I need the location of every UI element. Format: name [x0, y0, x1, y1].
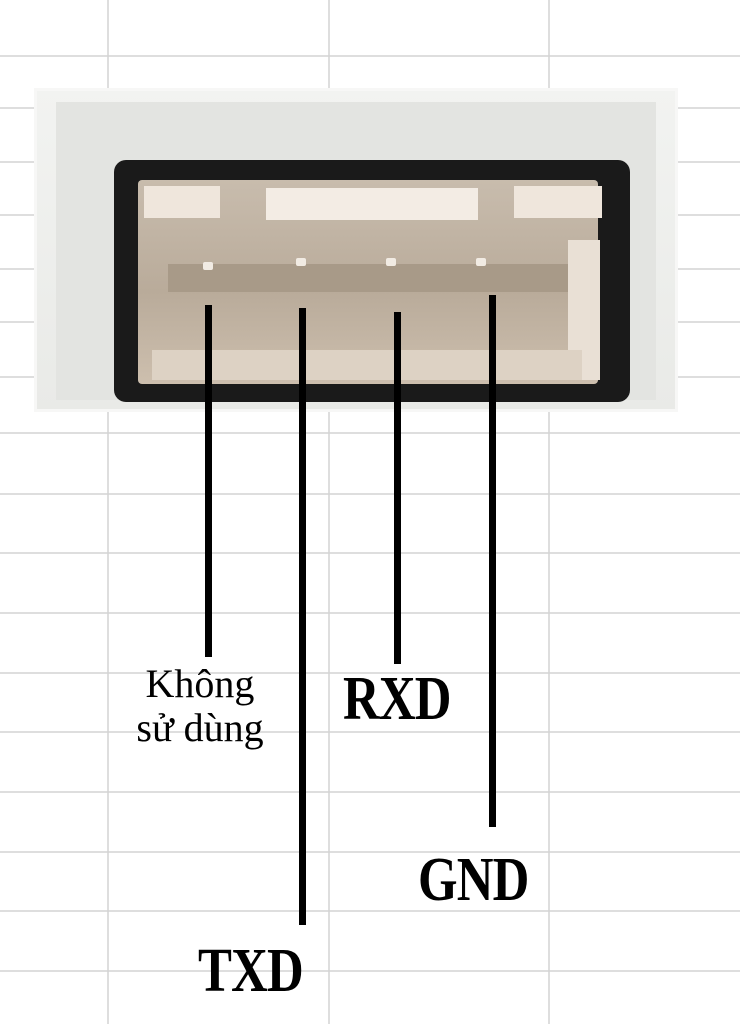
pin-contact-1 [203, 262, 213, 270]
connector-floor [152, 350, 582, 380]
pin-contact-3 [386, 258, 396, 266]
pin-1-label-line-2: sử dùng [136, 705, 264, 750]
connector-photo [34, 88, 678, 412]
pin-contact-4 [476, 258, 486, 266]
pin-3-label: RXD [343, 665, 452, 733]
connector-cavity [138, 180, 602, 384]
connector-latch-left [144, 186, 220, 218]
connector-latch-right [514, 186, 602, 218]
pin-2-leader-line [299, 308, 306, 925]
pin-contact-2 [296, 258, 306, 266]
connector-ledge [168, 264, 568, 292]
pin-1-label-line-1: Không [145, 661, 255, 706]
pin-4-label: GND [418, 846, 529, 914]
connector-socket [114, 160, 630, 402]
connector-frame [56, 102, 656, 402]
connector-latch-center [266, 188, 478, 220]
pin-3-leader-line [394, 312, 401, 664]
pin-2-label: TXD [198, 937, 304, 1005]
pin-4-leader-line [489, 295, 496, 827]
pin-1-label: Không sử dùng [112, 662, 288, 750]
pin-1-leader-line [205, 305, 212, 657]
